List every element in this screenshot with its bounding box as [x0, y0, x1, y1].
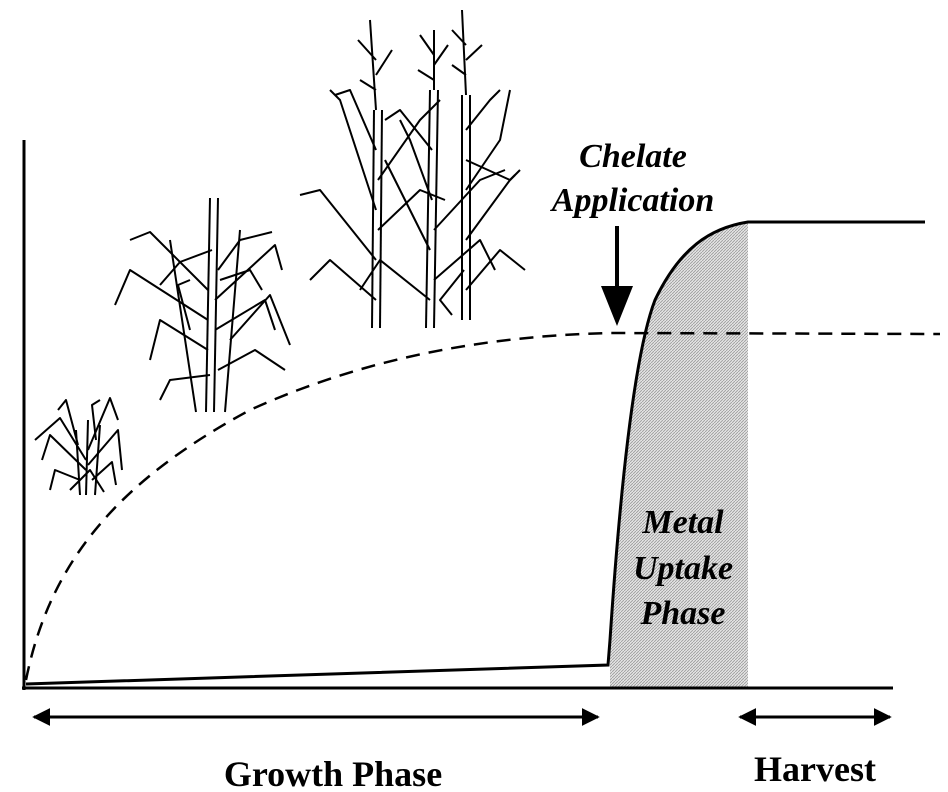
- uptake-label-line1: Metal: [641, 504, 724, 541]
- metal-uptake-curve: [25, 220, 925, 686]
- medium-plant-icon: [114, 197, 291, 413]
- growth-phase-label: Growth Phase: [224, 754, 442, 792]
- tall-plant-icon: [299, 9, 526, 329]
- harvest-label: Harvest: [754, 749, 876, 789]
- uptake-label-line3: Phase: [640, 595, 726, 632]
- chelate-arrow: [601, 226, 633, 326]
- small-plant-icon: [34, 397, 123, 496]
- chelate-label-line1: Chelate: [579, 138, 687, 175]
- biomass-curve: [24, 331, 941, 681]
- uptake-label-line2: Uptake: [633, 550, 733, 587]
- chelate-label-line2: Application: [550, 182, 714, 219]
